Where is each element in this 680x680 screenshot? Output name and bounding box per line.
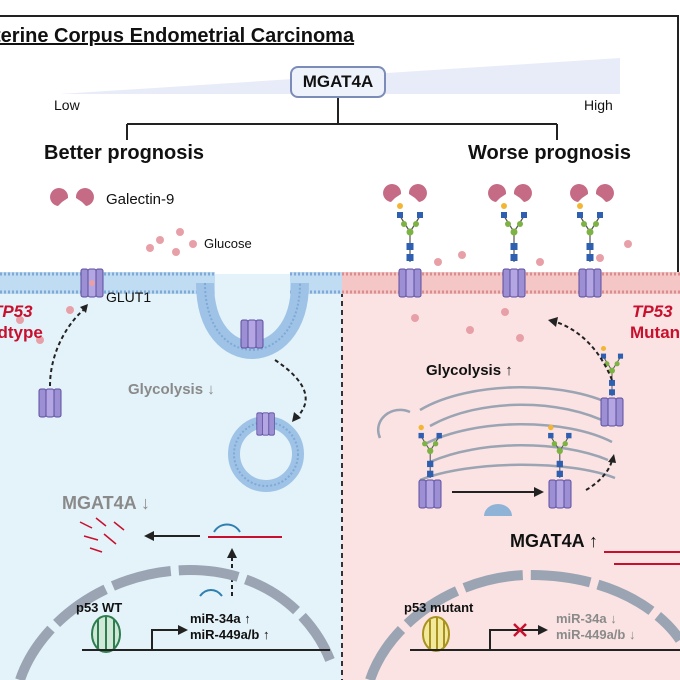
tp53-status-right: Mutan <box>630 323 680 342</box>
intact-mrna <box>604 551 680 565</box>
tp53-gene-label-right: TP53 <box>632 302 673 321</box>
cytoplasmic-transporter-icon <box>38 388 62 418</box>
tp53-status-left: ildtype <box>0 323 43 342</box>
left-gene-promoter <box>82 629 330 651</box>
vesicle-bound-transporter-icon <box>600 397 624 427</box>
mrna-mirna-complex <box>208 523 282 538</box>
mir34a-down-label: miR-34a ↓ <box>556 611 617 626</box>
better-prognosis-heading: Better prognosis <box>44 142 205 164</box>
glycolysis-up-label: Glycolysis ↑ <box>426 362 513 379</box>
golgi-transporter-a-icon <box>418 479 442 509</box>
left-membrane <box>0 272 342 360</box>
p53-wt-label: p53 WT <box>76 600 123 615</box>
p53-mutant-protein-icon <box>422 616 450 652</box>
mgat4a-level-box: MGAT4A <box>290 66 386 98</box>
glut1-label: GLUT1 <box>106 289 152 305</box>
figure-title: terine Corpus Endometrial Carcinoma <box>0 25 355 47</box>
right-cell-background <box>342 274 680 680</box>
trafficking-arrow-left <box>49 307 87 387</box>
high-expression-label: High <box>584 97 613 113</box>
galectin-label: Galectin-9 <box>106 191 175 208</box>
right-nucleus-envelope <box>365 569 680 680</box>
p53-wt-protein-icon <box>91 615 121 653</box>
tp53-gene-label-left: TP53 <box>0 302 33 321</box>
mir449-up-label: miR-449a/b ↑ <box>190 627 270 642</box>
mir449-down-label: miR-449a/b ↓ <box>556 627 636 642</box>
glycolysis-down-label: Glycolysis ↓ <box>128 381 215 398</box>
mgat4a-enzyme-icon <box>484 504 512 516</box>
blocked-transcription-cross <box>513 623 527 637</box>
left-nucleus-envelope <box>15 564 335 680</box>
vesicle-transporter-icon <box>256 412 275 436</box>
worse-prognosis-heading: Worse prognosis <box>468 142 631 164</box>
glucose-label: Glucose <box>204 236 252 251</box>
endocytosed-transporter-icon <box>240 319 264 349</box>
p53-mutant-label: p53 mutant <box>404 600 474 615</box>
golgi-apparatus <box>377 386 619 482</box>
trafficking-arrow-right <box>555 321 613 381</box>
golgi-transporter-b-icon <box>548 479 572 509</box>
mgat4a-up-label: MGAT4A ↑ <box>510 531 598 551</box>
mir34a-up-label: miR-34a ↑ <box>190 611 251 626</box>
prognosis-bracket <box>126 98 558 140</box>
mgat4a-down-label: MGAT4A ↓ <box>62 493 150 513</box>
low-expression-label: Low <box>54 97 80 113</box>
mirna-icon <box>199 589 223 597</box>
endocytosis-arrow <box>274 359 307 419</box>
galectin-icon <box>50 188 94 206</box>
glucose-dots <box>16 228 632 344</box>
right-gene-promoter <box>410 629 680 651</box>
degraded-mrna-fragments <box>79 517 125 553</box>
